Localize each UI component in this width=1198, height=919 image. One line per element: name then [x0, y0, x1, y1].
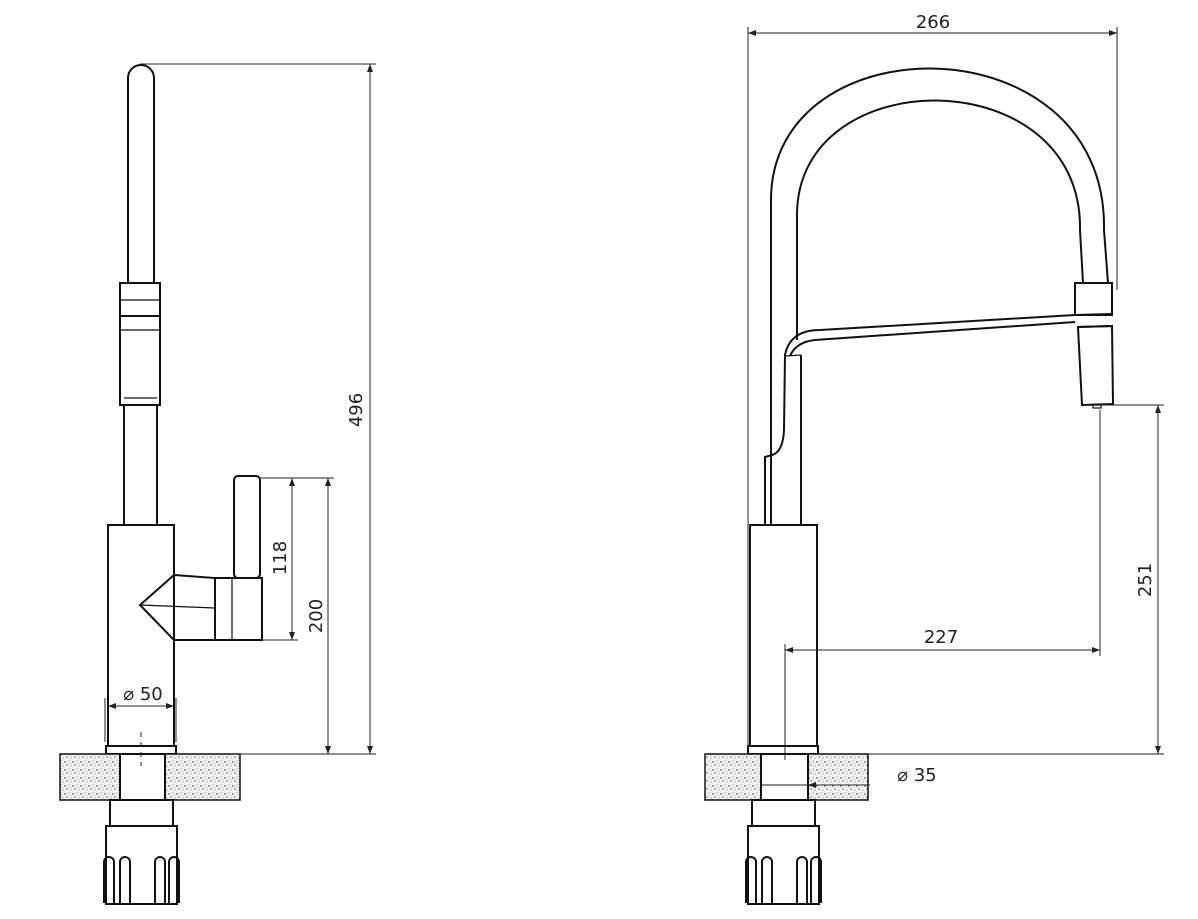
- dim-reach: 227: [924, 627, 958, 648]
- spout-arc-inner: [796, 99, 1084, 340]
- lever: [138, 475, 263, 641]
- spray-head: [1074, 282, 1115, 409]
- spout-ring: [119, 282, 161, 406]
- base-mount: [59, 732, 241, 905]
- dim-hole-diameter: ⌀ 35: [897, 765, 936, 786]
- base-mount: [704, 745, 869, 905]
- spout-tube: [127, 64, 155, 283]
- dim-lever-height: 118: [270, 541, 291, 575]
- front-view: 266 251 227 ⌀ 35: [704, 12, 1164, 905]
- faucet-body: [107, 524, 175, 747]
- dimension-lines: [104, 63, 376, 755]
- side-view: 496 118 200 ⌀ 50: [59, 63, 376, 905]
- dim-width-total: 266: [916, 12, 950, 33]
- spout-arm: [789, 321, 1076, 357]
- spout-step: [764, 314, 1076, 525]
- dim-outlet-height: 251: [1135, 563, 1156, 597]
- neck-tube: [123, 404, 158, 526]
- dim-body-diameter: ⌀ 50: [123, 684, 162, 705]
- faucet-body: [749, 524, 818, 747]
- dim-height-total: 496: [346, 393, 367, 427]
- spout-arc-outer: [770, 67, 1109, 525]
- dimension-lines: [747, 27, 1164, 788]
- dim-lever-base-height: 200: [306, 599, 327, 633]
